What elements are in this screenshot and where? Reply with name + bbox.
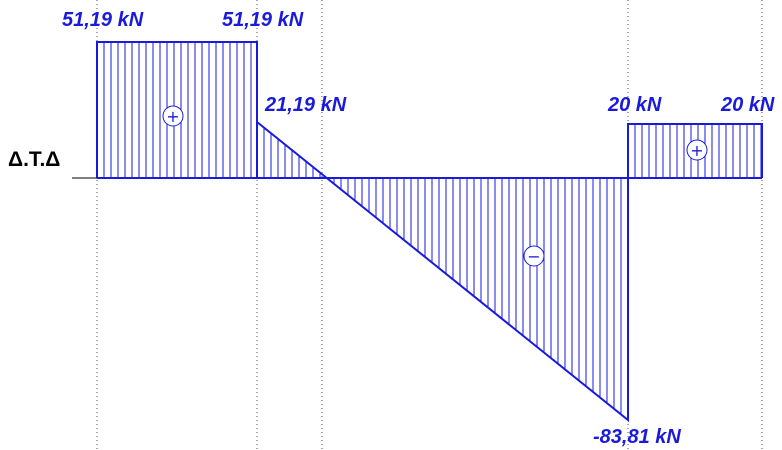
value-label-1: 51,19 kN: [62, 9, 144, 31]
sign-circle-1: [162, 105, 184, 127]
sign-minus-circle: −: [523, 245, 545, 267]
hatching-segment-2: [263, 127, 622, 415]
outline-segment-3: [627, 123, 763, 178]
sign-symbol-1: +: [166, 107, 179, 126]
value-label-3: 21,19 kN: [264, 94, 347, 116]
outline-segment-2: [256, 121, 629, 423]
value-label-2: 51,19 kN: [222, 9, 304, 31]
diagram-title: Δ.Τ.Δ: [8, 148, 60, 171]
sign-symbol-2: −: [527, 247, 540, 266]
value-label-4: 20 kN: [607, 94, 662, 116]
sign-circle-2: [523, 245, 545, 267]
value-label-6: -83,81 kN: [593, 426, 681, 448]
sign-plus-circle-1: +: [162, 105, 184, 127]
diagram-outline: [96, 41, 763, 423]
outline-segment-1: [96, 41, 258, 178]
sign-plus-circle-2: +: [686, 139, 708, 161]
value-label-5: 20 kN: [720, 94, 775, 116]
sign-symbol-3: +: [690, 141, 703, 160]
sign-circle-3: [686, 139, 708, 161]
node-guide-lines: [96, 0, 763, 450]
